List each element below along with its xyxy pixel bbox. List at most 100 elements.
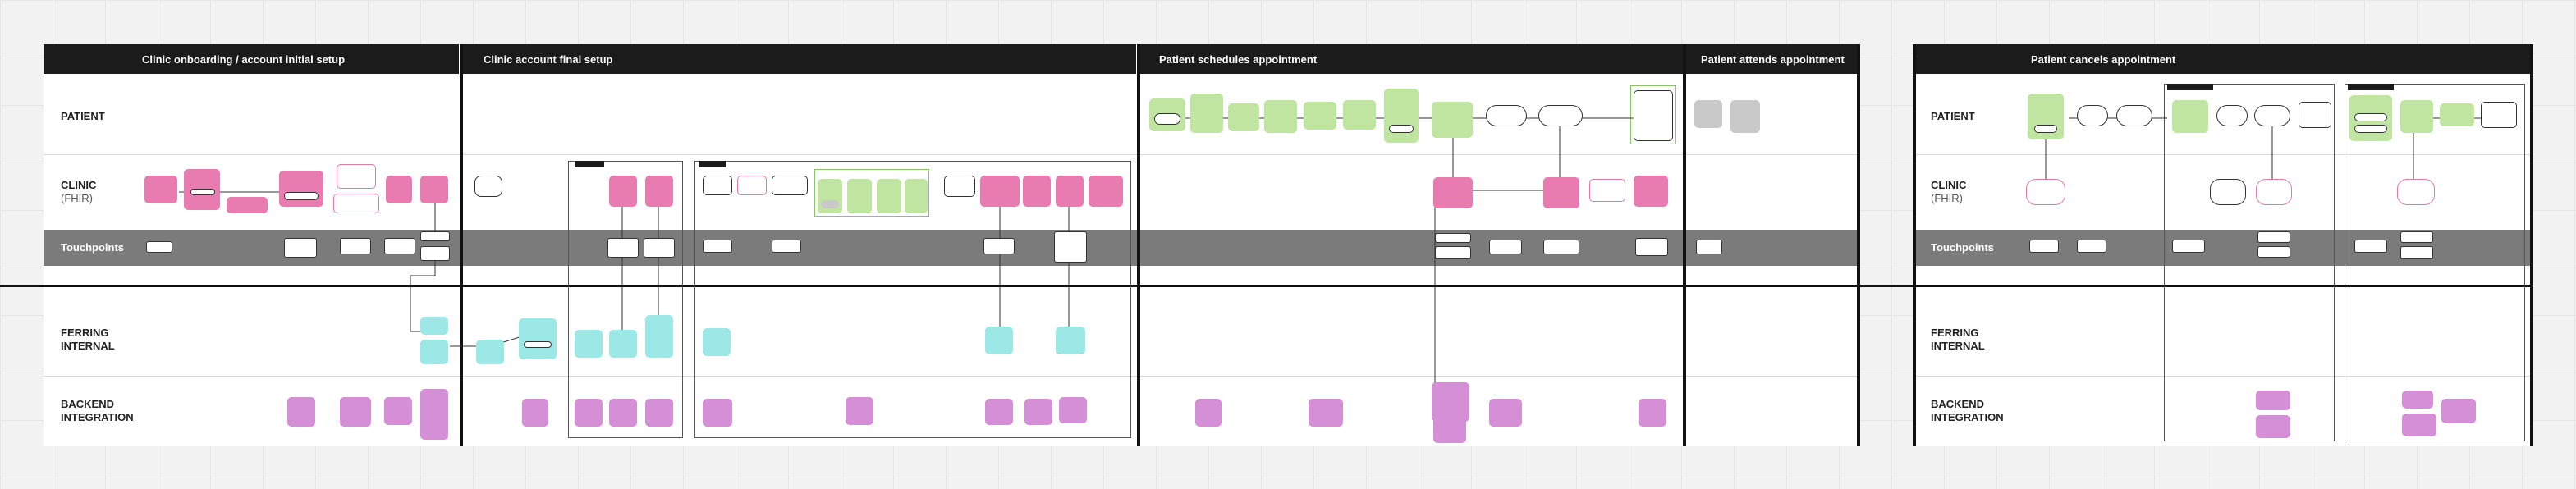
row-label-clinic: CLINIC(FHIR) (61, 179, 97, 204)
backend-step (846, 397, 873, 425)
ferring-step (519, 318, 557, 359)
row-label-touchpoints: Touchpoints (1931, 241, 1995, 254)
row-divider (1913, 376, 2533, 377)
clinic-step (1056, 176, 1084, 207)
patient-note (2354, 125, 2387, 133)
patient-note (2034, 125, 2057, 133)
patient-note (1486, 105, 1527, 126)
row-label-patient: PATIENT (61, 110, 105, 122)
clinic-note (1589, 179, 1625, 202)
patient-step (1432, 102, 1473, 138)
backend-step (1024, 399, 1052, 425)
clinic-note (333, 194, 379, 213)
clinic-step (144, 176, 177, 203)
row-label-ferring: FERRING INTERNAL (61, 327, 115, 352)
ferring-step (1056, 327, 1085, 354)
clinic-step (1634, 176, 1668, 207)
inactive-step (1730, 100, 1760, 133)
group-frame (2164, 84, 2335, 441)
clinic-step (1023, 176, 1051, 207)
section-header-cancels: Patient cancels appointment (1913, 44, 2533, 74)
touchpoint-card (2354, 240, 2387, 253)
clinic-note (772, 176, 808, 195)
patient-step (2172, 100, 2208, 133)
touchpoint-card (146, 241, 172, 253)
clinic-note (944, 176, 975, 197)
section-divider (1913, 44, 1916, 446)
touchpoint-card (340, 238, 371, 254)
group-frame-tag (699, 161, 726, 167)
clinic-step (609, 176, 637, 207)
touchpoint-card (420, 231, 450, 241)
touchpoint-card (1435, 246, 1471, 259)
clinic-step (279, 171, 323, 207)
backend-step (1639, 399, 1666, 427)
patient-step (1190, 94, 1223, 133)
row-label-patient: PATIENT (1931, 110, 1975, 122)
backend-step (645, 399, 673, 427)
patient-note (2216, 105, 2248, 126)
backend-step (2256, 415, 2290, 438)
section-title: Patient schedules appointment (1159, 53, 1318, 66)
backend-step (1433, 410, 1466, 443)
touchpoint-card (2257, 246, 2290, 258)
clinic-note (2026, 179, 2065, 205)
patient-step (2440, 103, 2474, 126)
backend-step (2441, 399, 2476, 423)
touchpoint-card (2400, 246, 2433, 259)
group-frame (694, 161, 1131, 438)
backend-step (985, 399, 1013, 425)
touchpoint-card (1635, 238, 1668, 256)
patient-note (1538, 105, 1583, 126)
backend-step (2402, 414, 2436, 436)
touchpoint-card (2172, 240, 2205, 253)
internal-separator (0, 285, 2533, 287)
backend-step (1059, 397, 1087, 423)
ferring-step (985, 327, 1013, 354)
backend-step (1195, 399, 1222, 427)
patient-step (1228, 103, 1259, 131)
clinic-step (386, 176, 412, 203)
touchpoint-card (1543, 240, 1579, 254)
patient-note (2077, 105, 2108, 126)
row-label-backend: BACKEND INTEGRATION (61, 398, 134, 423)
touchpoint-card (644, 238, 675, 258)
clinic-note (703, 176, 732, 195)
touchpoint-card (2257, 231, 2290, 243)
ferring-step (420, 340, 448, 364)
section-header-onboarding: Clinic onboarding / account initial setu… (44, 44, 459, 74)
group-frame-tag (575, 161, 604, 167)
backend-step (340, 397, 371, 427)
inactive-step (821, 200, 839, 208)
row-label-backend: BACKEND INTEGRATION (1931, 398, 2004, 423)
section-title: Patient cancels appointment (2031, 53, 2176, 66)
section-header-attends: Patient attends appointment (1686, 44, 1860, 74)
section-divider (1857, 44, 1860, 446)
clinic-note (284, 192, 319, 200)
patient-step (1343, 100, 1376, 130)
patient-note (1154, 113, 1180, 125)
backend-step (1489, 399, 1522, 427)
clinic-note (2256, 179, 2292, 205)
touchpoint-card (1054, 231, 1087, 263)
touchpoint-card (607, 238, 639, 258)
patient-note (2481, 102, 2517, 128)
section-title: Clinic account final setup (484, 53, 613, 66)
touchpoint-card (1435, 233, 1471, 243)
group-frame (568, 161, 683, 438)
section-header-schedules: Patient schedules appointment (1139, 44, 1683, 74)
backend-step (575, 399, 603, 427)
patient-step (877, 179, 901, 213)
row-divider (44, 376, 1860, 377)
patient-step (1304, 102, 1336, 130)
patient-note (2116, 105, 2152, 126)
clinic-step (1433, 177, 1473, 208)
backend-step (287, 397, 315, 427)
clinic-step (227, 197, 268, 213)
touchpoint-card (772, 240, 801, 253)
patient-step (2400, 100, 2433, 133)
row-divider (1913, 154, 2533, 155)
patient-note (2299, 102, 2331, 128)
touchpoint-card (703, 240, 732, 253)
clinic-step (645, 176, 673, 207)
